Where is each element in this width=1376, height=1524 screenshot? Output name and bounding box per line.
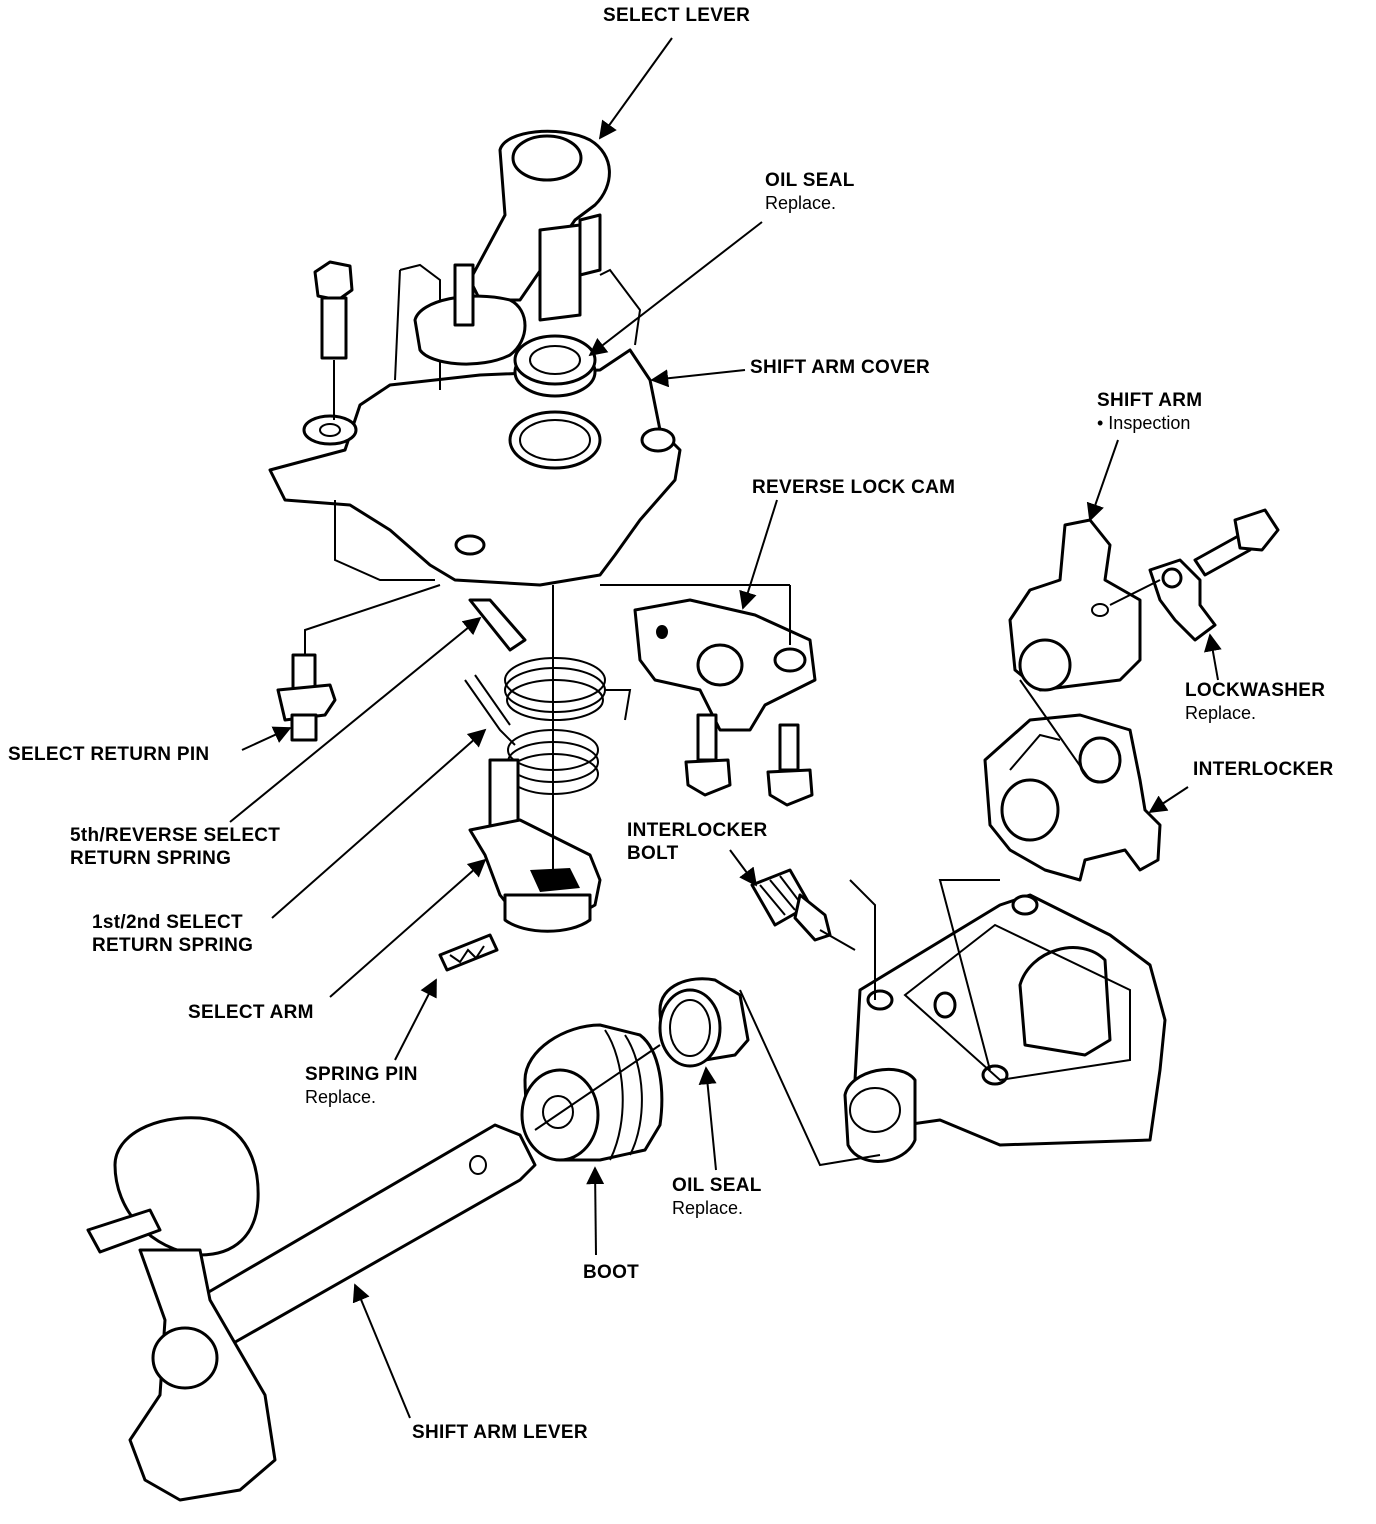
spring-pin-part xyxy=(438,933,499,972)
label-title: SELECT ARM xyxy=(188,1002,314,1023)
label-title: OIL SEAL xyxy=(672,1175,762,1196)
label-title: OIL SEAL xyxy=(765,170,855,191)
cover-bolt-part xyxy=(313,260,354,420)
oil-seal-bottom-part xyxy=(658,977,750,1068)
label-title: SHIFT ARM COVER xyxy=(750,357,931,378)
cam-bolt-right-part xyxy=(766,723,814,807)
assembly-guide-lines xyxy=(739,579,1161,1167)
label-line2: RETURN SPRING xyxy=(70,847,232,869)
label-title: BOOT xyxy=(583,1262,640,1283)
label-select-arm: SELECT ARM xyxy=(188,1002,314,1025)
label-fifth-reverse-spring: 5th/REVERSE SELECT RETURN SPRING xyxy=(70,825,280,871)
label-boot: BOOT xyxy=(583,1262,639,1285)
interlocker-bolt-part xyxy=(750,868,832,942)
lockwasher-part xyxy=(1148,558,1217,642)
label-title: SELECT LEVER xyxy=(603,5,751,26)
label-title: SELECT RETURN PIN xyxy=(8,744,210,765)
label-title: LOCKWASHER xyxy=(1185,680,1326,701)
label-title: SHIFT ARM LEVER xyxy=(412,1422,588,1443)
select-lever-part xyxy=(413,129,611,366)
shift-arm-part xyxy=(1008,518,1142,692)
reverse-lock-cam-part xyxy=(600,584,817,732)
label-interlocker-bolt: INTERLOCKER BOLT xyxy=(627,820,768,866)
label-oil-seal-top: OIL SEAL Replace. xyxy=(765,170,855,214)
label-shift-arm-cover: SHIFT ARM COVER xyxy=(750,357,930,380)
select-arm-part xyxy=(468,585,602,933)
label-title: SPRING PIN xyxy=(305,1064,418,1085)
oil-seal-top-part xyxy=(513,334,597,398)
label-reverse-lock-cam: REVERSE LOCK CAM xyxy=(752,477,955,500)
shift-arm-bolt-part xyxy=(1193,508,1280,577)
cam-bolt-left-part xyxy=(684,713,732,797)
boot-part xyxy=(520,1023,664,1162)
label-title: SHIFT ARM xyxy=(1097,390,1203,411)
label-line2: BOLT xyxy=(627,842,679,864)
label-note: Replace. xyxy=(305,1086,377,1107)
select-return-pin-part xyxy=(276,584,441,742)
label-note: Replace. xyxy=(1185,702,1257,723)
label-leader-arrows xyxy=(229,37,1222,1419)
label-note: Replace. xyxy=(765,192,837,213)
shift-arm-lever-part xyxy=(86,1044,661,1502)
label-line1: 1st/2nd SELECT xyxy=(92,912,243,933)
label-shift-arm: SHIFT ARM • Inspection xyxy=(1097,390,1202,434)
label-title: REVERSE LOCK CAM xyxy=(752,477,956,498)
label-line2: RETURN SPRING xyxy=(92,934,254,956)
label-select-return-pin: SELECT RETURN PIN xyxy=(8,744,209,767)
label-first-second-spring: 1st/2nd SELECT RETURN SPRING xyxy=(92,912,253,958)
fifth-reverse-spring-part xyxy=(468,598,632,721)
transmission-housing-part xyxy=(843,893,1167,1163)
label-note: Replace. xyxy=(672,1197,744,1218)
first-second-spring-part xyxy=(464,674,599,795)
label-shift-arm-lever: SHIFT ARM LEVER xyxy=(412,1422,588,1445)
label-interlocker: INTERLOCKER xyxy=(1193,759,1334,782)
label-title: INTERLOCKER xyxy=(1193,759,1334,780)
label-line1: INTERLOCKER xyxy=(627,820,768,841)
interlocker-part xyxy=(983,713,1162,882)
label-note: • Inspection xyxy=(1097,412,1191,433)
shift-arm-cover-part xyxy=(268,263,682,587)
label-oil-seal-bottom: OIL SEAL Replace. xyxy=(672,1175,762,1219)
label-select-lever: SELECT LEVER xyxy=(603,5,750,28)
label-spring-pin: SPRING PIN Replace. xyxy=(305,1064,418,1108)
label-lockwasher: LOCKWASHER Replace. xyxy=(1185,680,1325,724)
label-line1: 5th/REVERSE SELECT xyxy=(70,825,281,846)
